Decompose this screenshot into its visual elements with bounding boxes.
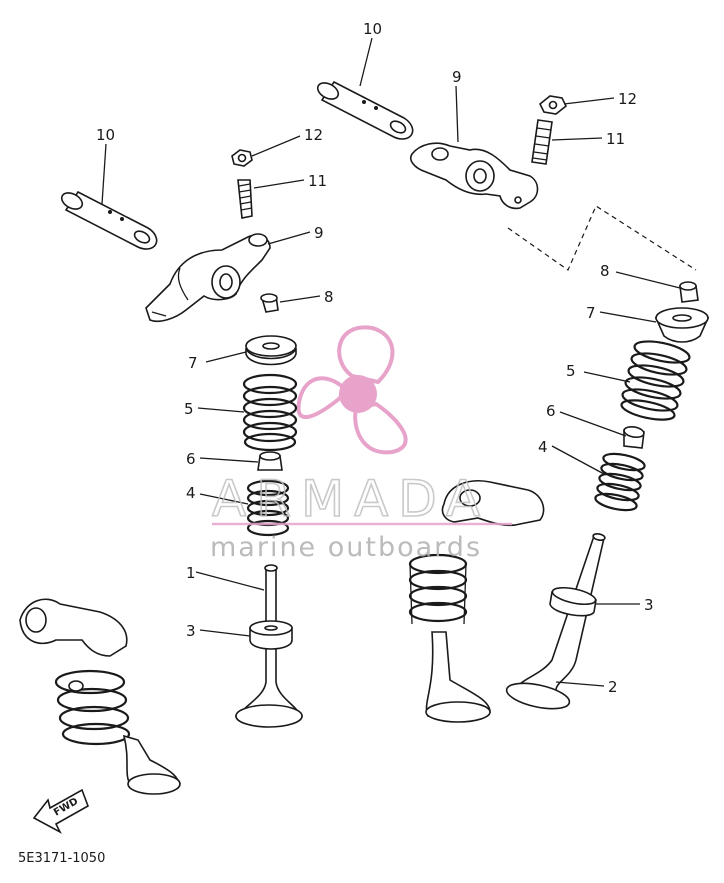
watermark-propeller-logo (296, 325, 408, 455)
background-valve-assembly-left (19, 598, 181, 795)
fwd-direction-arrow: FWD (32, 788, 89, 834)
callout-left-valve-cotter: 8 (324, 288, 334, 306)
callout-right-spring-retainer: 7 (586, 304, 596, 322)
callout-left-rocker-arm: 9 (314, 224, 324, 242)
right-adjust-nut (538, 95, 568, 115)
right-exhaust-valve (505, 533, 606, 710)
callout-left-stem-seal: 6 (186, 450, 196, 468)
watermark-brand: ARMADA (212, 470, 490, 528)
callout-left-rocker-shaft: 10 (96, 126, 115, 144)
callout-left-outer-spring: 5 (184, 400, 194, 418)
left-spring-retainer (245, 335, 297, 366)
left-adjust-screw (237, 179, 253, 219)
diagram-code: 5E3171-1050 (18, 851, 105, 866)
callout-right-rocker-shaft: 10 (363, 20, 382, 38)
callout-right-inner-spring: 4 (538, 438, 548, 456)
right-assembly-guide-line (507, 205, 697, 271)
callout-exhaust-valve: 2 (608, 678, 618, 696)
right-outer-spring (620, 340, 691, 421)
callout-left-adjust-screw: 11 (308, 172, 327, 190)
callout-right-valve-cotter: 8 (600, 262, 610, 280)
callout-leader-lines (101, 37, 681, 687)
callout-right-adjust-screw: 11 (606, 130, 625, 148)
callout-left-inner-spring: 4 (186, 484, 196, 502)
left-stem-seal (257, 451, 283, 471)
callouts: 10 10 9 9 12 12 11 11 8 8 7 7 5 5 6 6 4 … (96, 20, 654, 696)
right-inner-spring (594, 452, 646, 512)
right-rocker-arm (410, 142, 539, 210)
callout-right-outer-spring: 5 (566, 362, 576, 380)
callout-right-adjust-nut: 12 (618, 90, 637, 108)
left-adjust-nut (231, 149, 253, 167)
callout-left-spring-retainer: 7 (188, 354, 198, 372)
left-inner-spring (246, 479, 290, 537)
right-stem-seal (623, 425, 645, 449)
left-rocker-shaft (60, 190, 158, 250)
right-valve-cotter (679, 281, 699, 303)
right-rocker-shaft (316, 80, 414, 140)
left-valve-cotter (260, 293, 279, 313)
watermark: ARMADA marine outboards (210, 469, 512, 563)
right-spring-retainer (654, 307, 710, 343)
callout-right-spring-seat: 3 (644, 596, 654, 614)
left-valve-spring-seat (249, 620, 293, 650)
right-adjust-screw (531, 119, 553, 165)
callout-intake-valve: 1 (186, 564, 196, 582)
left-outer-spring (242, 373, 298, 452)
callout-left-spring-seat: 3 (186, 622, 196, 640)
watermark-tagline: marine outboards (210, 532, 482, 563)
left-rocker-arm (145, 233, 271, 323)
right-valve-spring-seat (549, 586, 597, 617)
callout-right-rocker-arm: 9 (452, 68, 462, 86)
callout-left-adjust-nut: 12 (304, 126, 323, 144)
callout-right-stem-seal: 6 (546, 402, 556, 420)
background-valve-assembly-right (408, 480, 545, 723)
